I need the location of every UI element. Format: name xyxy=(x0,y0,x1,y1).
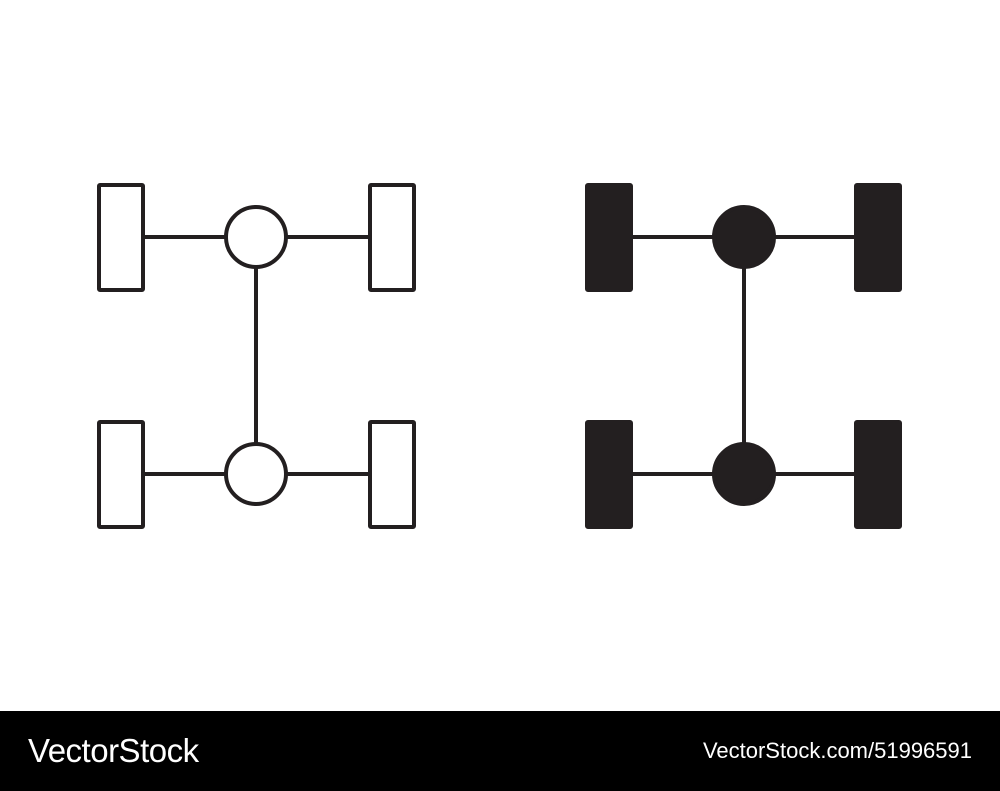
front-right-wheel xyxy=(854,183,902,292)
rear-right-wheel xyxy=(854,420,902,529)
drivetrain-chassis-outline-icon xyxy=(97,183,416,529)
front-right-wheel xyxy=(368,183,416,292)
icon-artwork xyxy=(97,183,902,529)
rear-right-wheel xyxy=(368,420,416,529)
front-differential xyxy=(224,205,288,269)
rear-left-wheel xyxy=(585,420,633,529)
rear-differential xyxy=(712,442,776,506)
front-left-wheel xyxy=(97,183,145,292)
brand-logo: VectorStock xyxy=(28,732,199,769)
rear-differential xyxy=(224,442,288,506)
watermark-footer: VectorStock VectorStock.com/51996591 xyxy=(0,711,1000,791)
rear-left-wheel xyxy=(97,420,145,529)
drivetrain-chassis-filled-icon xyxy=(585,183,902,529)
image-id-label: VectorStock.com/51996591 xyxy=(702,738,972,763)
front-differential xyxy=(712,205,776,269)
front-left-wheel xyxy=(585,183,633,292)
